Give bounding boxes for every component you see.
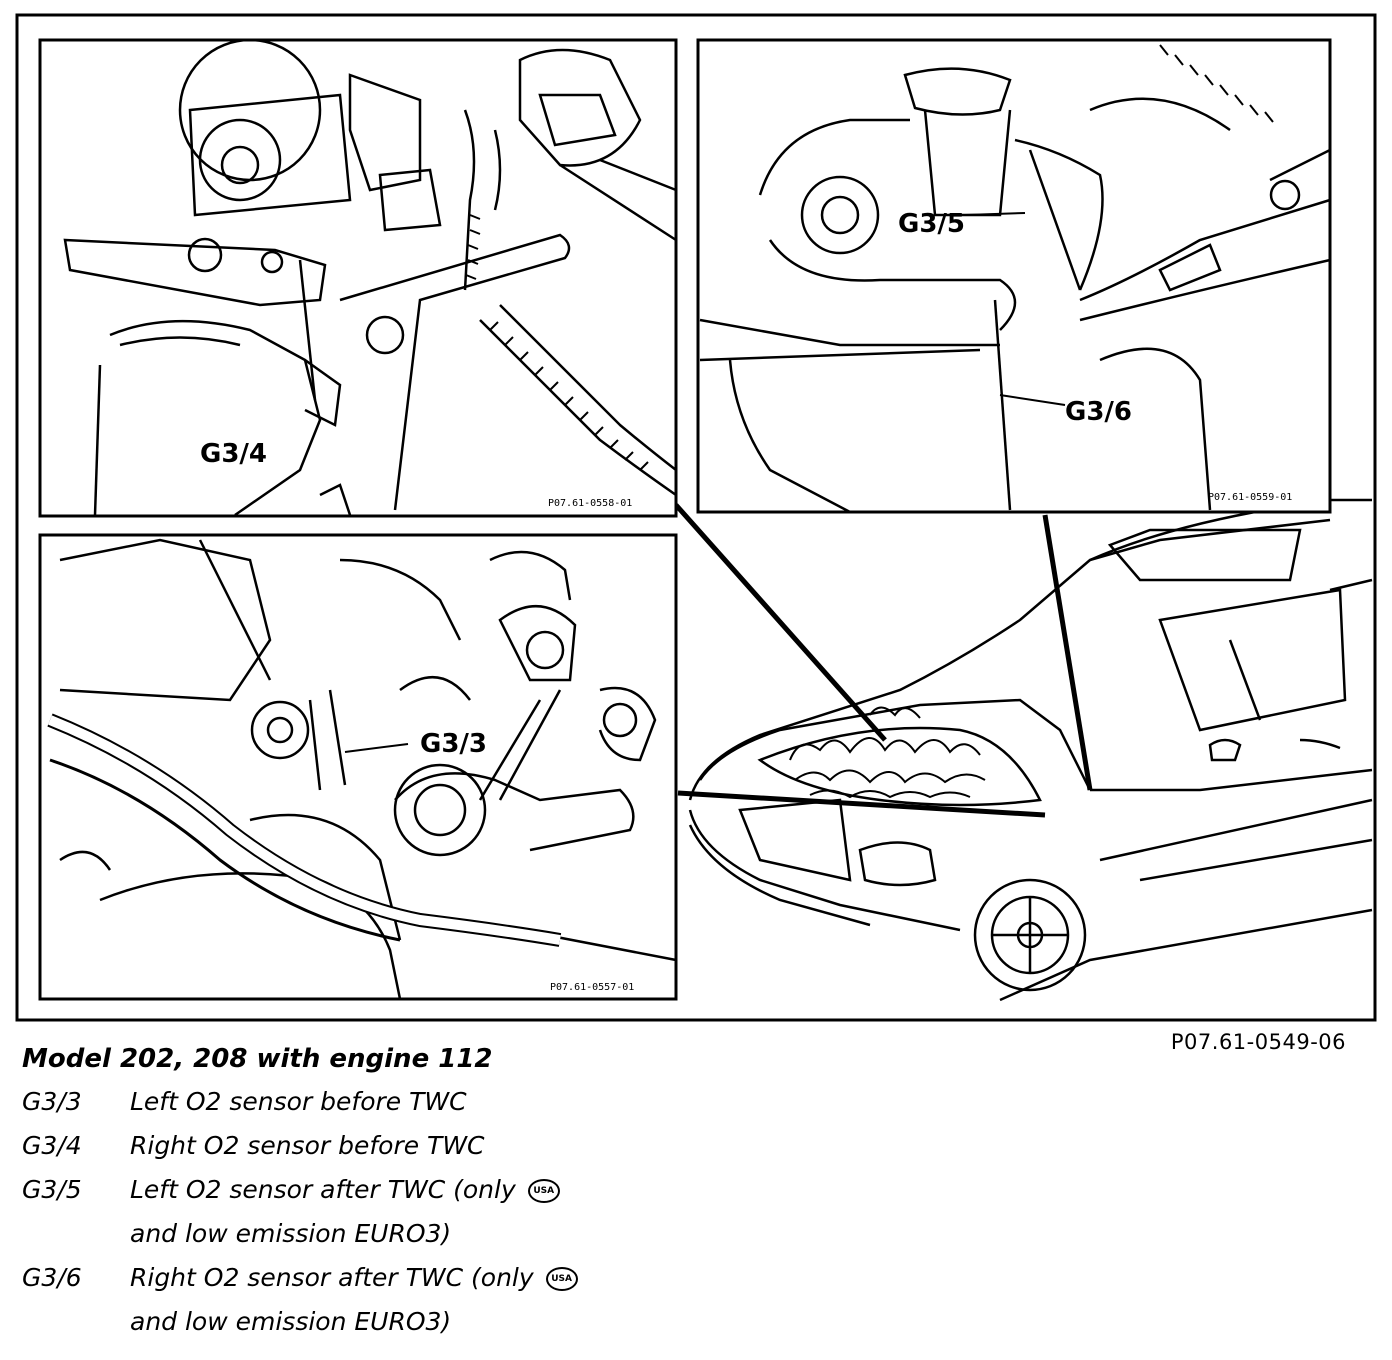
legend-description: Left O2 sensor before TWC	[130, 1087, 467, 1116]
callout-label: G3/6	[1065, 397, 1132, 427]
legend-description: Left O2 sensor after TWC (only	[130, 1175, 516, 1204]
legend-item-continuation: and low emission EURO3)	[22, 1300, 922, 1344]
figure-reference: P07.61-0549-06	[1170, 1030, 1346, 1054]
legend: Model 202, 208 with engine 112 G3/3 Left…	[22, 1044, 922, 1344]
legend-code: G3/3	[22, 1087, 82, 1116]
callout-label: G3/3	[420, 729, 487, 759]
legend-item: G3/5 Left O2 sensor after TWC (only USA	[22, 1168, 922, 1212]
legend-description: Right O2 sensor after TWC (only	[130, 1263, 534, 1292]
legend-code: G3/6	[22, 1263, 82, 1292]
panel-bottom-left: G3/3 P07.61-0557-01	[38, 533, 678, 1001]
legend-title: Model 202, 208 with engine 112	[22, 1044, 493, 1074]
legend-code: G3/5	[22, 1175, 82, 1204]
callout-label: G3/4	[200, 439, 267, 469]
panel-code: P07.61-0559-01	[1208, 492, 1292, 503]
callout-label: G3/5	[898, 209, 965, 239]
usa-badge-icon: USA	[545, 1267, 578, 1291]
panel-code: P07.61-0557-01	[550, 982, 634, 993]
legend-description: Right O2 sensor before TWC	[130, 1131, 485, 1160]
legend-item: G3/6 Right O2 sensor after TWC (only USA	[22, 1256, 922, 1300]
legend-item: G3/4 Right O2 sensor before TWC	[22, 1124, 922, 1168]
legend-item: G3/3 Left O2 sensor before TWC	[22, 1080, 922, 1124]
engine-bay-detail	[789, 706, 986, 799]
engine-diagram-figure: G3/4 P07.61-0558-01	[15, 13, 1377, 1022]
panel-top-left: G3/4 P07.61-0558-01	[38, 38, 678, 518]
car-illustration	[688, 498, 1373, 1002]
usa-badge-icon: USA	[527, 1179, 560, 1203]
legend-description-continuation: and low emission EURO3)	[130, 1219, 452, 1248]
legend-code: G3/4	[22, 1131, 82, 1160]
leader-lines	[674, 503, 1093, 818]
legend-description-continuation: and low emission EURO3)	[130, 1307, 452, 1336]
panel-code: P07.61-0558-01	[548, 498, 632, 509]
panel-top-right: G3/5 G3/6 P07.61-0559-01	[696, 38, 1332, 514]
legend-item-continuation: and low emission EURO3)	[22, 1212, 922, 1256]
